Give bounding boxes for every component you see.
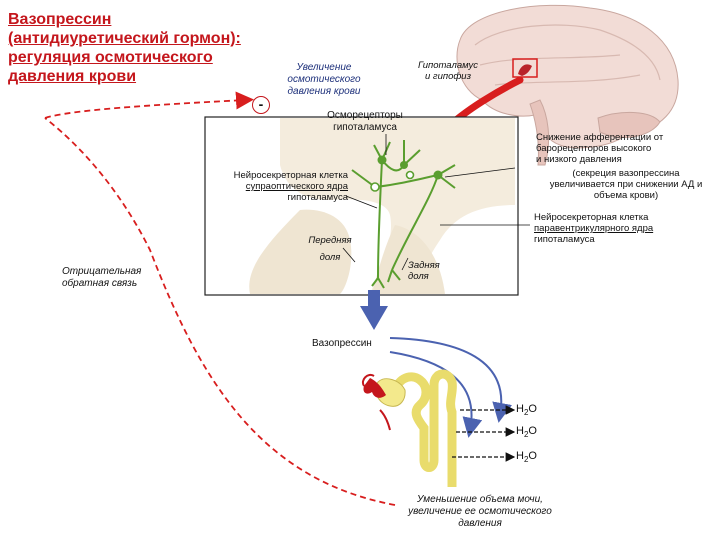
posterior-lobe-label: Задняя доля xyxy=(408,260,458,282)
brain-label-line-1: Гипоталамус xyxy=(417,60,479,71)
title-line-2: (антидиуретический гормон): xyxy=(8,30,241,47)
brain-label: Гипоталамус и гипофиз xyxy=(398,60,498,82)
baroreceptors-line-6: объема крови) xyxy=(593,190,659,201)
anterior-lobe-label: Передняя доля xyxy=(300,235,360,263)
water-label-2: H2O xyxy=(516,425,537,440)
baroreceptors-label: Снижение афферентации от барорецепторов … xyxy=(536,132,716,201)
paraventricular-label: Нейросекреторная клетка паравентрикулярн… xyxy=(534,212,714,245)
paraventricular-line-1: Нейросекреторная клетка xyxy=(534,212,649,223)
outcome-line-3: давления xyxy=(458,518,502,529)
outcome-line-2: увеличение ее осмотического xyxy=(408,506,552,517)
anterior-lobe-line-2: доля xyxy=(319,252,341,263)
supraoptic-line-3: гипоталамуса xyxy=(287,192,348,203)
baroreceptors-line-3: и низкого давления xyxy=(536,154,622,165)
vasopressin-label: Вазопрессин xyxy=(312,338,372,349)
stimulus-line-1: Увеличение xyxy=(296,62,352,73)
water-label-3: H2O xyxy=(516,450,537,465)
baroreceptors-line-4: (секреция вазопрессина xyxy=(572,168,680,179)
paraventricular-line-2: паравентрикулярного ядра xyxy=(534,223,654,234)
brain-illustration xyxy=(456,4,679,166)
stimulus-line-2: осмотического xyxy=(287,74,361,85)
baroreceptors-line-5: увеличивается при снижении АД и xyxy=(549,179,703,190)
feedback-line-2: обратная связь xyxy=(62,278,138,289)
anterior-lobe-line-1: Передняя xyxy=(308,235,352,246)
negative-feedback-label: Отрицательная обратная связь xyxy=(62,266,172,290)
water-label-1: H2O xyxy=(516,403,537,418)
stimulus-line-3: давления крови xyxy=(287,86,361,97)
title-line-1: Вазопрессин xyxy=(8,11,112,28)
supraoptic-label: Нейросекреторная клетка супраоптического… xyxy=(208,170,348,203)
paraventricular-line-3: гипоталамуса xyxy=(534,234,595,245)
title-line-4: давления крови xyxy=(8,68,137,85)
osmoreceptors-line-2: гипоталамуса xyxy=(333,122,397,133)
baroreceptors-line-1: Снижение афферентации от xyxy=(536,132,664,143)
outcome-label: Уменьшение объема мочи, увеличение ее ос… xyxy=(370,494,590,530)
supraoptic-line-1: Нейросекреторная клетка xyxy=(233,170,348,181)
feedback-line-1: Отрицательная xyxy=(62,266,142,277)
negative-sign-badge: - xyxy=(252,96,270,114)
osmoreceptors-label: Осморецепторы гипоталамуса xyxy=(310,110,420,134)
posterior-lobe-line-1: Задняя xyxy=(408,260,440,271)
title-line-3: регуляция осмотического xyxy=(8,49,213,66)
page-title: Вазопрессин (антидиуретический гормон): … xyxy=(8,10,298,86)
osmoreceptors-line-1: Осморецепторы xyxy=(327,110,403,121)
nephron-drawing xyxy=(362,369,457,487)
outcome-line-1: Уменьшение объема мочи, xyxy=(417,494,543,505)
brain-label-line-2: и гипофиз xyxy=(424,71,472,82)
baroreceptors-line-2: барорецепторов высокого xyxy=(536,143,652,154)
posterior-lobe-line-2: доля xyxy=(408,271,429,282)
stimulus-label: Увеличение осмотического давления крови xyxy=(268,62,380,98)
supraoptic-line-2: супраоптического ядра xyxy=(245,181,348,192)
